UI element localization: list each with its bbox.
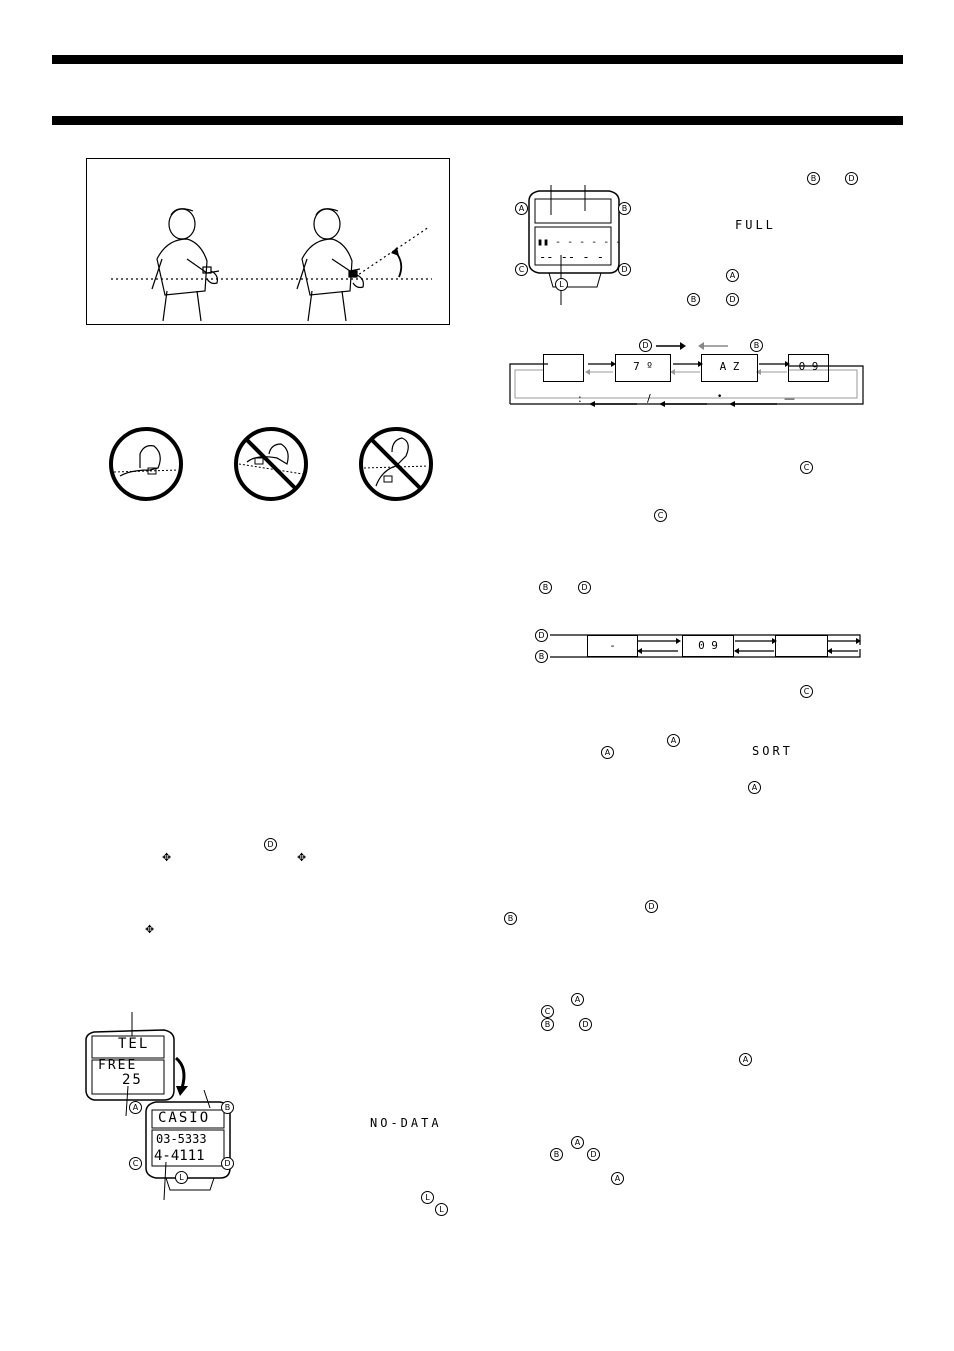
button-b-icon: B xyxy=(807,172,820,185)
button-a-icon: A xyxy=(739,1053,752,1066)
button-d-icon: D xyxy=(578,581,591,594)
watch-tel-display: TEL xyxy=(118,1036,150,1052)
svg-text:-- -- - -: -- -- - - xyxy=(539,250,604,264)
button-b-icon: B xyxy=(504,912,517,925)
button-a-icon: A xyxy=(571,1136,584,1149)
watch-number1-display: 03-5333 xyxy=(156,1132,207,1146)
sequence-char: : xyxy=(578,392,582,405)
button-l-icon: L xyxy=(555,278,568,291)
sparkle-icon: ✥ xyxy=(162,851,172,864)
button-a-icon: A xyxy=(726,269,739,282)
watch-face-diagram xyxy=(80,1012,250,1202)
sparkle-icon: ✥ xyxy=(297,851,307,864)
button-d-icon: D xyxy=(221,1157,234,1170)
button-c-icon: C xyxy=(129,1157,142,1170)
button-b-icon: B xyxy=(618,202,631,215)
button-a-icon: A xyxy=(601,746,614,759)
number-sequence-diagram xyxy=(550,634,861,658)
no-data-display: NO-DATA xyxy=(370,1116,442,1130)
sequence-char: — xyxy=(784,392,795,405)
sequence-box-digits: 0 9 xyxy=(788,354,829,382)
sequence-char: / xyxy=(647,392,651,405)
button-b-icon: B xyxy=(550,1148,563,1161)
button-l-icon: L xyxy=(175,1171,188,1184)
button-l-icon: L xyxy=(435,1203,448,1216)
sequence-box-dash: - xyxy=(587,635,638,657)
button-c-icon: C xyxy=(654,509,667,522)
button-l-icon: L xyxy=(421,1191,434,1204)
button-d-icon: D xyxy=(639,339,652,352)
button-b-icon: B xyxy=(539,581,552,594)
button-a-icon: A xyxy=(571,993,584,1006)
button-b-icon: B xyxy=(687,293,700,306)
watch-number2-display: 4-4111 xyxy=(154,1148,205,1164)
button-a-icon: A xyxy=(611,1172,624,1185)
button-a-icon: A xyxy=(129,1101,142,1114)
button-b-icon: B xyxy=(541,1018,554,1031)
watch-free-display: FREE xyxy=(98,1058,138,1073)
watch-face-diagram: ▮▮ - - - - - - -- -- - - xyxy=(515,185,635,307)
button-d-icon: D xyxy=(845,172,858,185)
button-c-icon: C xyxy=(515,263,528,276)
button-d-icon: D xyxy=(618,263,631,276)
button-c-icon: C xyxy=(800,685,813,698)
button-b-icon: B xyxy=(221,1101,234,1114)
svg-text:▮▮ - - - - - -: ▮▮ - - - - - - xyxy=(537,237,621,248)
auto-light-illustration-frame xyxy=(86,158,450,325)
sequence-char: • xyxy=(717,392,723,402)
sequence-box-alpha: A Z xyxy=(701,354,758,382)
button-a-icon: A xyxy=(667,734,680,747)
sort-display: SORT xyxy=(752,744,793,758)
sequence-box-num-symbol: 7 º xyxy=(615,354,671,382)
prohibited-sign-icon xyxy=(358,426,434,502)
button-d-icon: D xyxy=(645,900,658,913)
button-a-icon: A xyxy=(515,202,528,215)
button-c-icon: C xyxy=(541,1005,554,1018)
button-a-icon: A xyxy=(748,781,761,794)
button-d-icon: D xyxy=(726,293,739,306)
arrow-icon xyxy=(656,342,728,350)
watch-name-display: CASIO xyxy=(158,1110,211,1126)
character-sequence-diagram xyxy=(509,361,864,407)
watch-count-display: 25 xyxy=(122,1072,143,1088)
button-d-icon: D xyxy=(535,629,548,642)
prohibited-sign-icon xyxy=(233,426,309,502)
header-rule-top xyxy=(52,55,903,64)
button-d-icon: D xyxy=(579,1018,592,1031)
button-b-icon: B xyxy=(750,339,763,352)
sequence-box-blank xyxy=(775,635,828,657)
full-display: FULL xyxy=(735,218,776,232)
correct-position-circle xyxy=(108,426,184,502)
header-rule-bottom xyxy=(52,116,903,125)
watch-user-illustration xyxy=(111,208,432,322)
sparkle-icon: ✥ xyxy=(145,923,155,936)
button-b-icon: B xyxy=(535,650,548,663)
button-d-icon: D xyxy=(264,838,277,851)
sequence-box-digits: 0 9 xyxy=(682,635,734,657)
button-d-icon: D xyxy=(587,1148,600,1161)
button-c-icon: C xyxy=(800,461,813,474)
sequence-box-blank xyxy=(543,354,584,382)
